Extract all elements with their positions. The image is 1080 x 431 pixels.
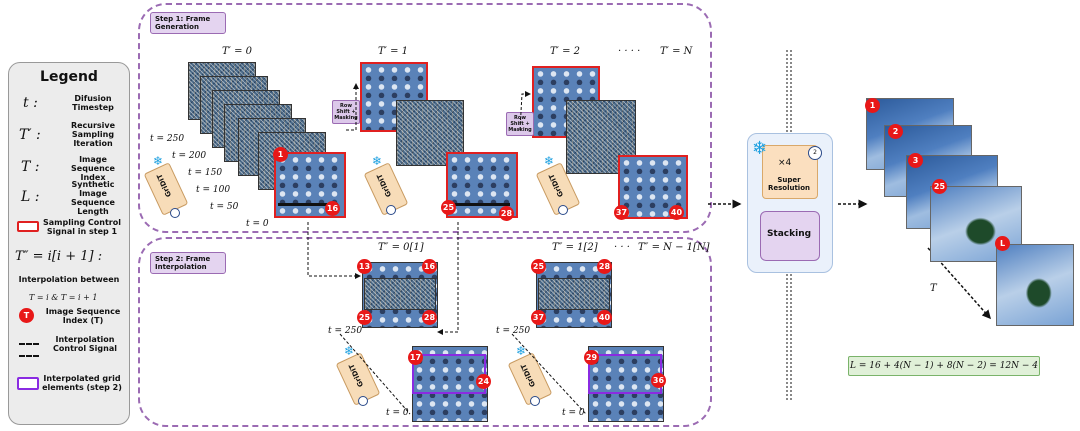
interp-noise-strip [364, 278, 436, 310]
timestep-label: t = 250 [328, 326, 363, 336]
index-badge: 37 [614, 205, 629, 220]
legend-text-interp-signal: Interpolation Control Signal [53, 335, 117, 353]
index-badge: L [995, 236, 1010, 251]
sr-title: Super Resolution [767, 176, 811, 192]
step1-header-0: T′ = 0 [222, 46, 253, 57]
step2-header-1: T″ = 1[2] [552, 242, 598, 253]
snowflake-icon: ❄ [752, 138, 768, 159]
control-signal-line [450, 203, 510, 210]
index-badge: 37 [531, 310, 546, 325]
step2-header-0: T″ = 0[1] [378, 242, 424, 253]
clock-icon [530, 396, 540, 406]
timestep-label: t = 0 [246, 219, 269, 229]
sr-scale: ×4 [778, 158, 792, 168]
stacking-label: Stacking [766, 229, 812, 239]
timestep-label: t = 150 [188, 168, 223, 178]
legend-text-interp: Interpolation between [18, 275, 120, 284]
clock-icon [358, 396, 368, 406]
legend-panel: Legend t : Difusion Timestep T′ : Recurs… [8, 62, 130, 425]
index-badge: 3 [908, 153, 923, 168]
legend-badge-icon: T [19, 308, 34, 323]
index-badge: 16 [325, 201, 340, 216]
legend-symbol-L: L : [21, 189, 40, 205]
clock-icon [170, 208, 180, 218]
length-formula: L = 16 + 4(N − 1) + 8(N − 2) = 12N − 4 [848, 356, 1040, 376]
index-badge: 24 [476, 374, 491, 389]
snowflake-icon: ❄ [153, 154, 164, 168]
legend-purple-frame-icon [17, 377, 39, 390]
output-frame [996, 244, 1074, 326]
index-badge: 16 [422, 259, 437, 274]
index-badge: 13 [357, 259, 372, 274]
step1-header-2: T′ = 2 [550, 46, 581, 57]
legend-text-tprime: Recursive Sampling Iteration [70, 121, 116, 148]
index-badge: 36 [651, 373, 666, 388]
legend-symbol-tprime: T′ : [19, 127, 41, 143]
legend-text-L: Synthetic Image Sequence Length [71, 180, 115, 216]
sequence-axis-label: T [930, 283, 937, 294]
index-badge: 25 [357, 310, 372, 325]
legend-text-purple: Interpolated grid elements (step 2) [42, 374, 122, 392]
interp-output-frame [588, 346, 664, 422]
clock-icon [386, 205, 396, 215]
legend-text-t: Difusion Timestep [72, 94, 114, 112]
legend-text-T: Image Sequence Index [71, 155, 115, 182]
legend-symbol-tdouble: T″ = i[i + 1] : [15, 249, 103, 264]
legend-title: Legend [40, 69, 98, 85]
row-shift-box: Row Shift + Masking [506, 112, 534, 136]
row-shift-box: Row Shift + Masking [332, 100, 360, 124]
snowflake-icon: ❄ [344, 344, 355, 358]
legend-text-range: T = i & T = i + 1 [29, 293, 98, 302]
clock-icon [558, 205, 568, 215]
index-badge: 17 [408, 350, 423, 365]
timestep-label: t = 0 [562, 408, 585, 418]
control-signal-line [278, 203, 338, 210]
index-badge: 1 [273, 147, 288, 162]
stacking-box [760, 211, 820, 261]
step1-header-n: T′ = N [660, 46, 693, 57]
snowflake-icon: ❄ [372, 154, 383, 168]
index-badge: 25 [441, 200, 456, 215]
index-badge: 1 [865, 98, 880, 113]
timestep-label: t = 200 [172, 151, 207, 161]
index-badge: 25 [531, 259, 546, 274]
legend-text-sampling: Sampling Control Signal in step 1 [43, 218, 121, 236]
timestep-label: t = 100 [196, 185, 231, 195]
index-badge: 2 [888, 124, 903, 139]
index-badge: 40 [597, 310, 612, 325]
step2-ellipsis: · · · [614, 242, 630, 253]
index-badge: 28 [597, 259, 612, 274]
index-badge: 29 [584, 350, 599, 365]
snowflake-icon: ❄ [544, 154, 555, 168]
legend-symbol-t: t : [23, 95, 38, 111]
legend-symbol-T: T : [21, 159, 40, 175]
step2-panel [138, 237, 712, 427]
step1-ellipsis: · · · · [618, 46, 641, 57]
snowflake-icon: ❄ [516, 344, 527, 358]
interp-noise-strip [538, 278, 610, 310]
index-badge: 28 [499, 206, 514, 221]
index-badge: 40 [669, 205, 684, 220]
timestep-label: t = 250 [150, 134, 185, 144]
timestep-label: t = 0 [386, 408, 409, 418]
clock-icon: 2 [808, 146, 822, 160]
step2-header-n: T″ = N − 1[N] [638, 242, 710, 253]
step1-label: Step 1: Frame Generation [150, 12, 226, 34]
step1-panel [138, 3, 712, 233]
index-badge: 25 [932, 179, 947, 194]
timestep-label: t = 50 [210, 202, 239, 212]
step2-label: Step 2: Frame Interpolation [150, 252, 226, 274]
step1-header-1: T′ = 1 [378, 46, 409, 57]
interp-output-frame [412, 346, 488, 422]
legend-text-index: Image Sequence Index (T) [45, 307, 121, 325]
legend-interp-signal-icon [19, 343, 39, 357]
timestep-label: t = 250 [496, 326, 531, 336]
index-badge: 28 [422, 310, 437, 325]
legend-red-frame-icon [17, 221, 39, 232]
